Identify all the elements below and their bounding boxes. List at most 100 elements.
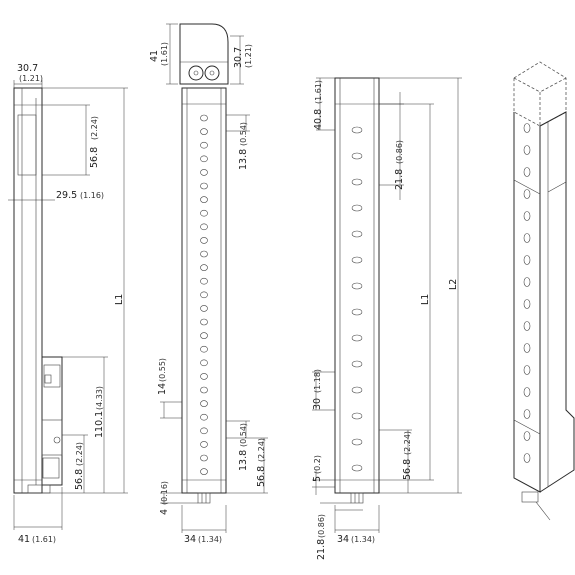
side-dim-110-in: (4.33) — [95, 386, 104, 410]
iso-lens — [523, 299, 531, 309]
recv-dim-30-mm: 30 — [312, 398, 323, 410]
receiver-lens — [351, 282, 363, 290]
front-lens — [200, 454, 208, 462]
front-dim-56-mm: 56.8 — [256, 466, 267, 487]
iso-lens — [523, 123, 531, 133]
front-housing — [181, 87, 227, 494]
front-lens — [200, 332, 208, 339]
top-width-in: (1.21) — [244, 44, 253, 68]
iso-lens — [523, 189, 531, 199]
front-lens — [200, 441, 208, 448]
front-bottom-width-in: (1.34) — [198, 535, 222, 544]
receiver-view: 40.8 (1.61) 30 (1.18) 5 (0.2) 21.8 (0.86… — [312, 77, 462, 560]
front-lens — [200, 413, 208, 421]
receiver-beam-lenses — [351, 126, 363, 472]
connector-left — [188, 65, 204, 81]
side-housing — [13, 87, 43, 494]
front-beam-lenses — [200, 114, 208, 475]
side-top-width-mm: 30.7 — [17, 63, 38, 74]
recv-dim-5-in: (0.2) — [313, 455, 322, 474]
front-dim-4-in: (0.16) — [160, 481, 169, 505]
recv-dim-21-mm: 21.8 — [394, 169, 405, 190]
recv-length-l2: L2 — [448, 279, 459, 290]
recv-dim-21b-in: (0.86) — [317, 514, 326, 538]
front-lens — [200, 128, 208, 135]
iso-side-face — [539, 111, 575, 493]
iso-lens — [523, 277, 531, 287]
front-lens — [200, 468, 208, 475]
front-lens — [200, 318, 208, 326]
top-width-mm: 30.7 — [233, 47, 244, 68]
recv-dim-21-in: (0.86) — [395, 140, 404, 164]
front-dim-56-in: (2.24) — [257, 438, 266, 462]
side-length-l1: L1 — [114, 294, 125, 305]
front-lens — [200, 345, 208, 353]
front-dim-14-mm: 14 — [157, 383, 168, 395]
front-lens — [200, 359, 208, 367]
recv-bottom-width-in: (1.34) — [351, 535, 375, 544]
recv-length-l1: L1 — [420, 294, 431, 305]
front-bottom-width-mm: 34 — [184, 534, 196, 545]
receiver-lens — [351, 438, 363, 446]
iso-lens — [523, 365, 531, 375]
iso-lens — [523, 387, 531, 397]
recv-bottom-width-mm: 34 — [337, 534, 349, 545]
front-lens — [200, 277, 208, 285]
side-bottom-width-mm: 41 — [18, 534, 30, 545]
receiver-lens — [351, 308, 363, 316]
receiver-lens — [351, 464, 363, 472]
receiver-lens — [351, 152, 363, 160]
iso-lens — [523, 321, 531, 331]
front-view: 13.8 (0.54) 13.8 (0.54) 56.8 (2.24) 14 (… — [157, 87, 268, 545]
receiver-housing — [334, 77, 380, 494]
recv-dim-56-mm: 56.8 — [402, 459, 413, 480]
front-lens — [200, 291, 208, 299]
iso-front-face — [513, 112, 541, 493]
receiver-lens — [351, 256, 363, 264]
front-lens — [200, 155, 208, 163]
side-view: 30.7 (1.21) 56.8 (2.24) 29.5 (1.16) L1 1… — [8, 63, 128, 545]
recv-dim-56-in: (2.24) — [403, 431, 412, 455]
receiver-lens — [351, 360, 363, 368]
side-bottom-width-in: (1.61) — [32, 535, 56, 544]
top-height-mm: 41 — [149, 50, 160, 62]
front-lens — [200, 196, 208, 203]
front-lens — [200, 169, 208, 176]
recv-dim-30-in: (1.18) — [313, 369, 322, 393]
front-lens — [200, 427, 208, 435]
side-dim-56b-in: (2.24) — [75, 442, 84, 466]
side-dim-56-in: (2.24) — [90, 116, 99, 140]
front-lens — [200, 237, 208, 244]
iso-lens — [523, 255, 531, 265]
iso-lens — [523, 343, 531, 353]
iso-lens — [523, 167, 531, 177]
front-lens — [200, 223, 208, 231]
front-dim-4-mm: 4 — [159, 509, 170, 515]
side-dim-29-mm: 29.5 — [56, 190, 77, 201]
front-dim-13-mm: 13.8 — [238, 149, 249, 170]
recv-dim-5-mm: 5 — [312, 476, 323, 482]
recv-dim-40-in: (1.61) — [314, 80, 323, 104]
receiver-lens — [351, 386, 363, 394]
front-lens — [200, 209, 208, 217]
front-lens — [200, 182, 208, 190]
top-view: 41 (1.61) 30.7 (1.21) — [149, 23, 253, 85]
front-lens — [200, 373, 208, 380]
recv-dim-40-mm: 40.8 — [313, 109, 324, 130]
recv-dim-21b-mm: 21.8 — [316, 539, 327, 560]
iso-beam-lenses — [523, 123, 531, 463]
iso-lens — [523, 409, 531, 419]
front-dim-13b-in: (0.54) — [239, 423, 248, 447]
iso-lens — [523, 211, 531, 221]
receiver-connector — [350, 492, 364, 504]
front-lens — [200, 141, 208, 149]
receiver-lens — [351, 204, 363, 212]
receiver-lens — [351, 178, 363, 186]
iso-lens — [523, 431, 531, 441]
side-dim-56b-mm: 56.8 — [74, 469, 85, 490]
top-connector-housing — [179, 23, 229, 85]
iso-lens — [523, 145, 531, 155]
iso-lens — [523, 233, 531, 243]
